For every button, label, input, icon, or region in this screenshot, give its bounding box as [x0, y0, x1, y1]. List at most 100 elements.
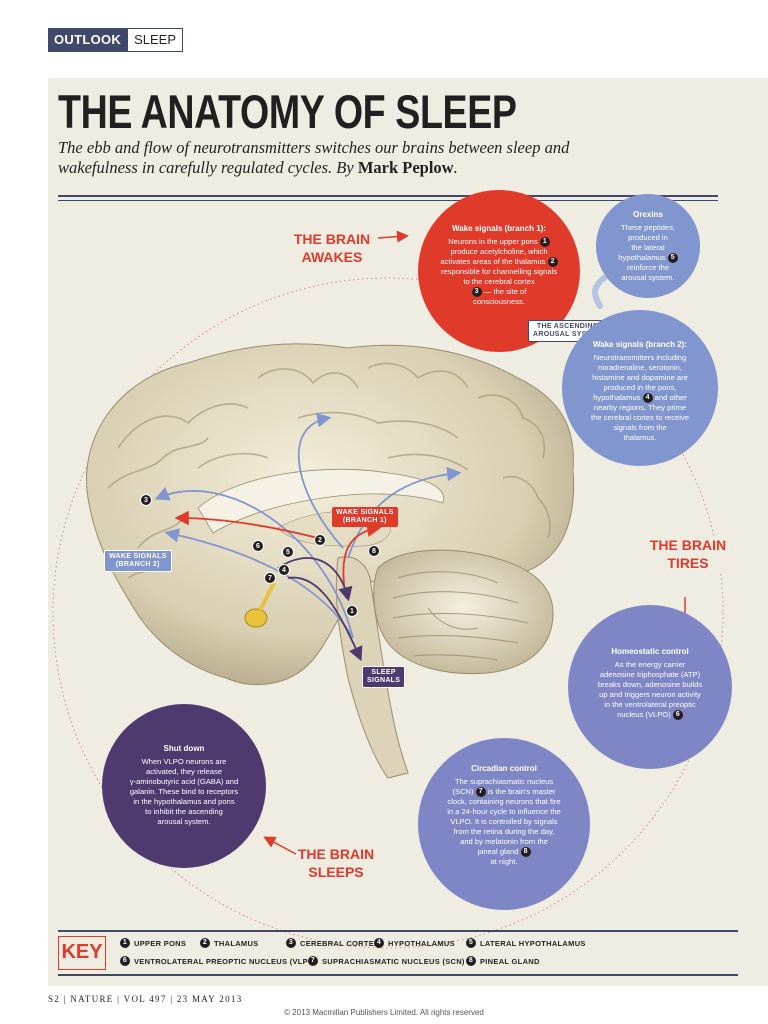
stage-brain-awakes: THE BRAIN AWAKES: [292, 230, 372, 266]
wake-branch2-title: Wake signals (branch 2):: [593, 340, 687, 349]
wake1-text: produce acetylcholine, which: [450, 247, 548, 256]
stage-tires-line2: TIRES: [667, 555, 709, 571]
key-num-badge: 2: [200, 938, 210, 948]
cerebellum-folia: [392, 571, 529, 661]
key-item-text: SUPRACHIASMATIC NUCLEUS (SCN): [322, 956, 465, 966]
wake-branch2-tag: WAKE SIGNALS (BRANCH 2): [104, 550, 172, 572]
key-num-badge: 6: [120, 956, 130, 966]
pituitary-gland: [244, 608, 268, 628]
sleep-signals-tag-line1: SLEEP: [371, 669, 396, 676]
shutdown-text: When VLPO neurons are: [141, 757, 227, 766]
homeostatic-text: As the energy carrier: [614, 660, 686, 669]
shutdown-title: Shut down: [163, 744, 205, 753]
circadian-num-badge: 7: [475, 787, 486, 797]
topic-label: SLEEP: [127, 28, 184, 52]
shutdown-text: activated, they release: [146, 767, 222, 776]
wake2-text: Neurotransmitters including: [593, 353, 687, 362]
orexins-circle: Orexins These peptides, produced in the …: [596, 194, 700, 298]
copyright-notice: © 2013 Macmillan Publishers Limited. All…: [284, 1008, 484, 1017]
wake2-text: produced in the pons,: [603, 383, 677, 392]
author-name: Mark Peplow: [357, 158, 454, 177]
title-rule-thick: [58, 195, 718, 197]
brain-marker-thalamus: 2: [314, 534, 326, 546]
infographic-panel: THE ANATOMY OF SLEEP The ebb and flow of…: [48, 78, 768, 986]
stage-sleeps-line1: THE BRAIN: [297, 846, 375, 862]
ascending-label-line2: AROUSAL SYSTEM: [533, 331, 603, 338]
wake-branch2-tag-line2: (BRANCH 2): [115, 561, 160, 568]
wake2-text: thalamus.: [623, 433, 657, 442]
sleep-signals-tag-line2: SIGNALS: [367, 677, 401, 684]
brain-marker-vlpo: 6: [252, 540, 264, 552]
section-tag: OUTLOOK SLEEP: [48, 28, 184, 52]
key-item-text: UPPER PONS: [134, 938, 187, 948]
brain-marker-cerebral-cortex: 3: [140, 494, 152, 506]
key-num-badge: 3: [286, 938, 296, 948]
key-num-badge: 1: [120, 938, 130, 948]
subtitle-text: The ebb and flow of neurotransmitters sw…: [58, 138, 570, 177]
stage-tires-line1: THE BRAIN: [649, 537, 727, 553]
wake2-num-badge: 4: [642, 393, 653, 403]
title-rule-thin: [58, 200, 718, 201]
shutdown-circle: Shut down When VLPO neurons are activate…: [102, 704, 266, 868]
key-item-text: VENTROLATERAL PREOPTIC NUCLEUS (VLPO): [134, 956, 317, 966]
circadian-text: The suprachiasmatic nucleus: [454, 777, 554, 786]
circadian-text: pineal gland: [477, 847, 519, 856]
wake-branch1-title: Wake signals (branch 1):: [452, 224, 546, 233]
homeostatic-circle: Homeostatic control As the energy carrie…: [568, 605, 732, 769]
corpus-callosum: [197, 468, 445, 534]
wake1-text: consciousness.: [473, 297, 525, 306]
brain-marker-hypothalamus: 4: [278, 564, 290, 576]
wake-branch2-tag-line1: WAKE SIGNALS: [109, 553, 167, 560]
key-item-hypothalamus: 4 HYPOTHALAMUS: [374, 938, 455, 948]
brain-marker-upper-pons: 1: [346, 605, 358, 617]
key-item-text: HYPOTHALAMUS: [388, 938, 455, 948]
wake2-text: signals from the: [613, 423, 667, 432]
circadian-num-badge: 8: [520, 847, 531, 857]
shutdown-text: γ-aminobutyric acid (GABA) and: [129, 777, 239, 786]
section-label: OUTLOOK: [48, 28, 128, 52]
stage-awakes-line1: THE BRAIN: [293, 231, 371, 247]
circadian-text: is the brain's master: [487, 787, 556, 796]
circadian-text: (SCN): [452, 787, 474, 796]
wake1-text: — the site of: [483, 287, 527, 296]
brain-marker-scn: 7: [264, 572, 276, 584]
circadian-circle: Circadian control The suprachiasmatic nu…: [418, 738, 590, 910]
sleep-signals-tag: SLEEP SIGNALS: [362, 666, 406, 688]
shutdown-text: arousal system.: [157, 817, 211, 826]
orexins-text: hypothalamus: [618, 253, 666, 262]
brain-marker-pineal-gland: 8: [368, 545, 380, 557]
orexins-text: the lateral: [631, 243, 665, 252]
sleeps-arrow: [263, 836, 297, 855]
wake1-text: to the cerebral cortex: [463, 277, 535, 286]
wake2-text: nearby regions. They prime: [593, 403, 687, 412]
page-subtitle: The ebb and flow of neurotransmitters sw…: [58, 138, 618, 178]
key-num-badge: 4: [374, 938, 384, 948]
orexins-text: arousal system.: [621, 273, 675, 282]
wake2-text: noradrenaline, serotonin,: [597, 363, 682, 372]
key-item-vlpo: 6 VENTROLATERAL PREOPTIC NUCLEUS (VLPO): [120, 956, 317, 966]
page-footer-citation: S2 | NATURE | VOL 497 | 23 MAY 2013: [48, 994, 243, 1004]
orexins-num-badge: 5: [667, 253, 678, 263]
circadian-text: at night.: [490, 857, 518, 866]
cerebellum: [373, 549, 554, 675]
wake-branch1-tag: WAKE SIGNALS (BRANCH 1): [332, 507, 398, 527]
homeostatic-text: adenosine triphosphate (ATP): [599, 670, 701, 679]
stage-awakes-line2: AWAKES: [301, 249, 363, 265]
wake1-num-badge: 1: [539, 237, 550, 247]
homeostatic-text: in the ventrolateral preoptic: [604, 700, 696, 709]
circadian-title: Circadian control: [471, 764, 537, 773]
wake2-text: and other: [654, 393, 687, 402]
orexins-text: produced in: [628, 233, 668, 242]
wake1-num-badge: 3: [471, 287, 482, 297]
brain-marker-lateral-hypothalamus: 5: [282, 546, 294, 558]
wake1-text: Neurons in the upper pons: [448, 237, 538, 246]
circadian-text: from the retina during the day,: [453, 827, 555, 836]
wake-branch1-tag-line2: (BRANCH 1): [342, 517, 387, 524]
homeostatic-title: Homeostatic control: [611, 647, 689, 656]
awake-arrow: [377, 230, 409, 243]
